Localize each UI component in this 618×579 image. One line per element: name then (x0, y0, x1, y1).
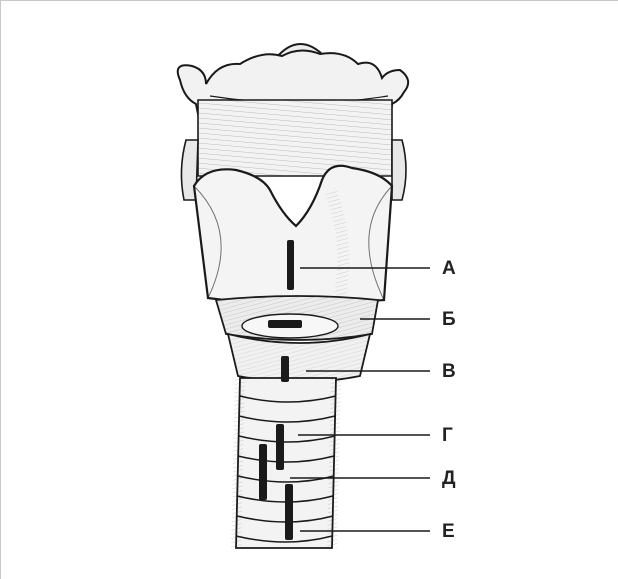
label-g: Г (442, 426, 453, 445)
incision-b (268, 320, 302, 328)
label-b: Б (442, 310, 456, 329)
label-d: Д (442, 469, 456, 488)
incision-e (285, 484, 293, 540)
incision-d (259, 444, 267, 500)
incision-v (281, 356, 289, 382)
incision-g (276, 424, 284, 470)
incision-a (287, 240, 294, 290)
label-e: Е (442, 522, 455, 541)
label-a: А (442, 259, 456, 278)
label-v: В (442, 362, 456, 381)
